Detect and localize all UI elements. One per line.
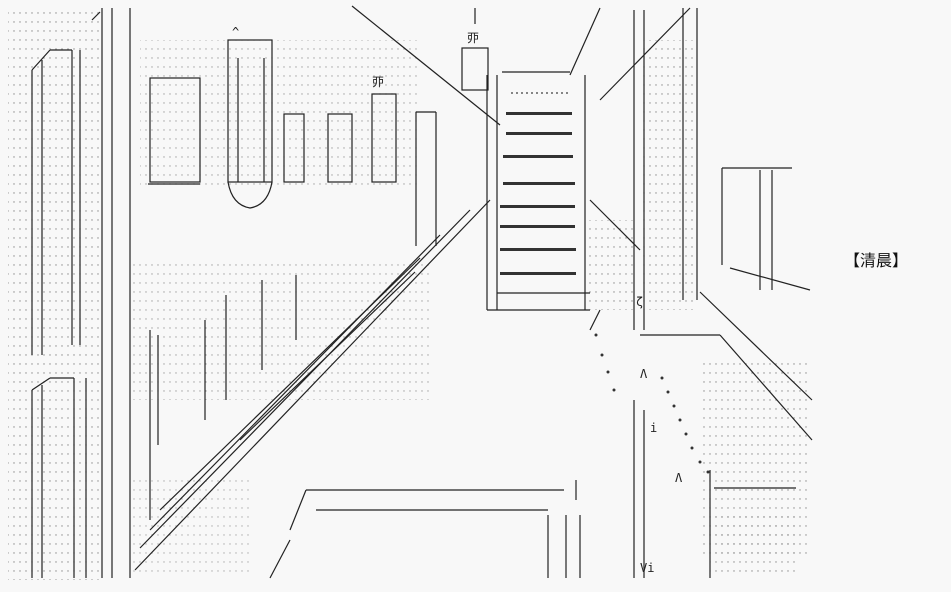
stair-steps — [500, 92, 576, 275]
perspective-lines — [134, 5, 691, 571]
right-pillars — [633, 8, 811, 578]
wedge-mark-2: Λ — [675, 471, 683, 485]
left-fence — [149, 275, 297, 520]
scene-caption: 【清晨】 — [844, 251, 909, 270]
right-diagonals — [589, 291, 813, 441]
kanji-mark-top: 丣 — [467, 31, 479, 45]
line-art — [31, 5, 813, 579]
bracket-mark: ζ — [636, 295, 643, 309]
vi-mark: Vi — [640, 561, 654, 575]
i-mark: i — [650, 421, 657, 435]
left-wall-dots — [8, 10, 810, 580]
dot-rail — [594, 333, 710, 474]
buildings — [148, 8, 489, 246]
staircase-frame — [486, 71, 590, 311]
kanji-mark-mid: 丣 — [372, 75, 384, 89]
wedge-mark-1: Λ — [640, 367, 648, 381]
hat-mark: ^ — [232, 25, 239, 39]
bench — [269, 480, 581, 579]
left-pillars — [31, 8, 131, 578]
